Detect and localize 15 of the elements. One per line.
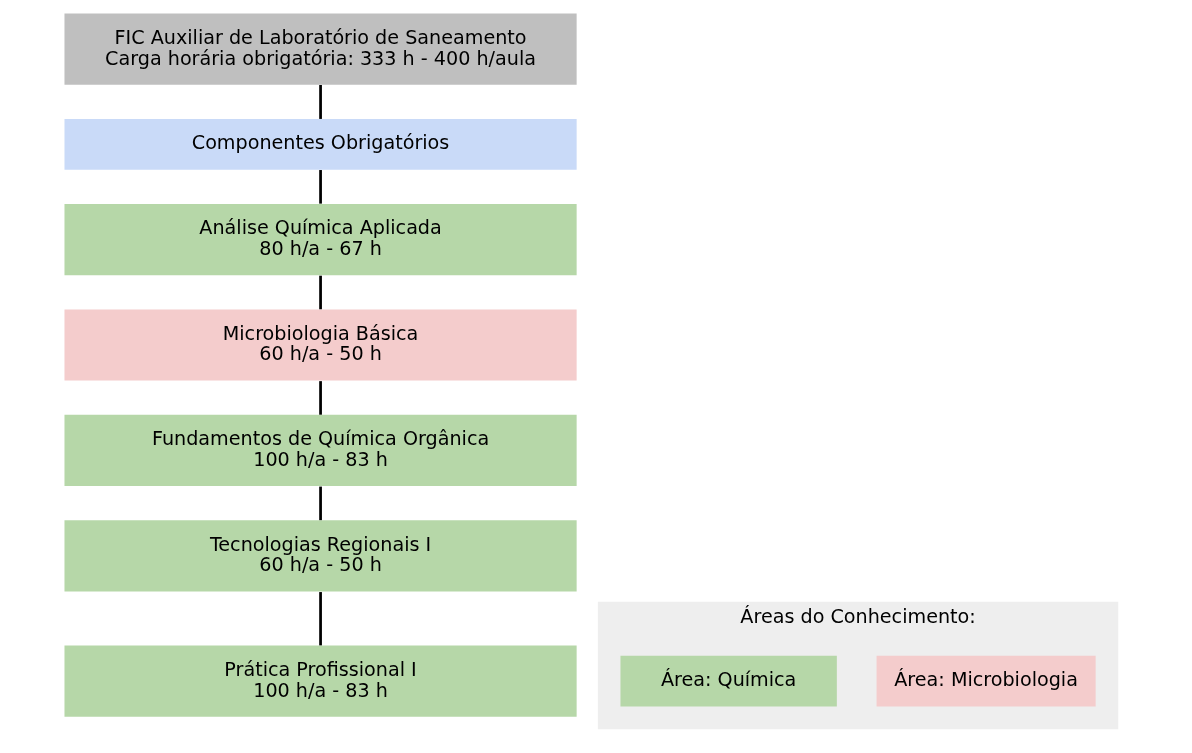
legend-label: Área: Química (660, 668, 796, 692)
connector (318, 486, 322, 521)
node-box: Componentes Obrigatórios (64, 119, 577, 170)
connector (318, 170, 322, 204)
connector (318, 381, 322, 415)
node-box: Análise Química Aplicada 80 h/a - 67 h (64, 203, 577, 276)
node-box: Microbiologia Básica 60 h/a - 50 h (64, 309, 577, 381)
legend-label: Área: Microbiologia (893, 668, 1078, 692)
node-box: Fundamentos de Química Orgânica 100 h/a - 83 h (64, 414, 577, 487)
connector (318, 592, 322, 646)
node-box: Prática Profissional I 100 h/a - 83 h (64, 645, 577, 717)
connector (318, 275, 322, 310)
node-box: FIC Auxiliar de Laboratório de Saneamento Carga horária obrigatória: 333 h - 400 h/aula (64, 13, 577, 85)
connector (318, 85, 322, 119)
node-box: Tecnologias Regionais I 60 h/a - 50 h (64, 520, 577, 592)
